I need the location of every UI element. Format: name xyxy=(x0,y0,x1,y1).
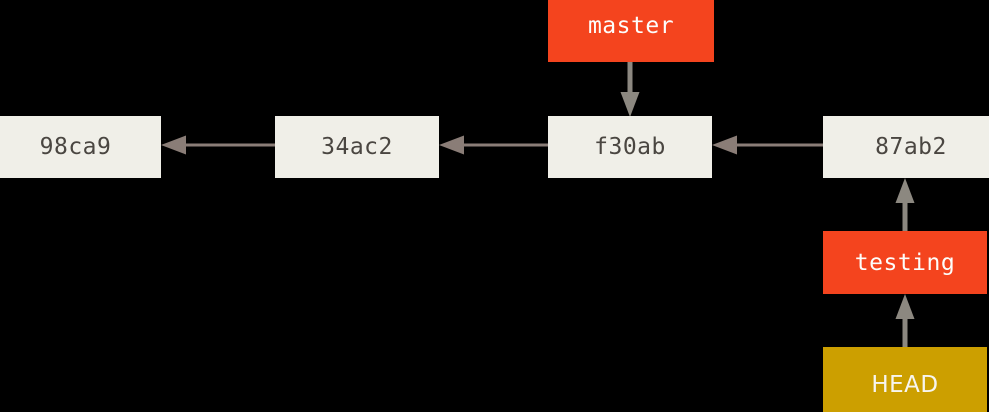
branch-label-master: master xyxy=(587,13,675,39)
commit-node-f30ab: f30ab xyxy=(548,116,712,178)
edge-87ab2-to-f30ab xyxy=(712,133,823,157)
edge-master-to-f30ab xyxy=(618,62,642,118)
edge-f30ab-to-34ac2 xyxy=(439,133,548,157)
branch-node-testing: testing xyxy=(823,231,987,294)
commit-node-34ac2: 34ac2 xyxy=(275,116,439,178)
branch-node-master: master xyxy=(548,0,714,62)
commit-label-34ac2: 34ac2 xyxy=(321,134,393,160)
commit-node-98ca9: 98ca9 xyxy=(0,116,161,178)
commit-label-f30ab: f30ab xyxy=(594,134,666,160)
edge-head-to-testing xyxy=(893,294,917,349)
head-pointer-node: HEAD xyxy=(823,347,987,412)
commit-node-87ab2: 87ab2 xyxy=(823,116,989,178)
edge-testing-to-87ab2 xyxy=(893,178,917,233)
commit-label-87ab2: 87ab2 xyxy=(875,134,947,160)
edge-34ac2-to-98ca9 xyxy=(161,133,275,157)
commit-label-98ca9: 98ca9 xyxy=(39,134,112,160)
head-pointer-label: HEAD xyxy=(871,371,939,398)
branch-label-testing: testing xyxy=(854,249,956,276)
